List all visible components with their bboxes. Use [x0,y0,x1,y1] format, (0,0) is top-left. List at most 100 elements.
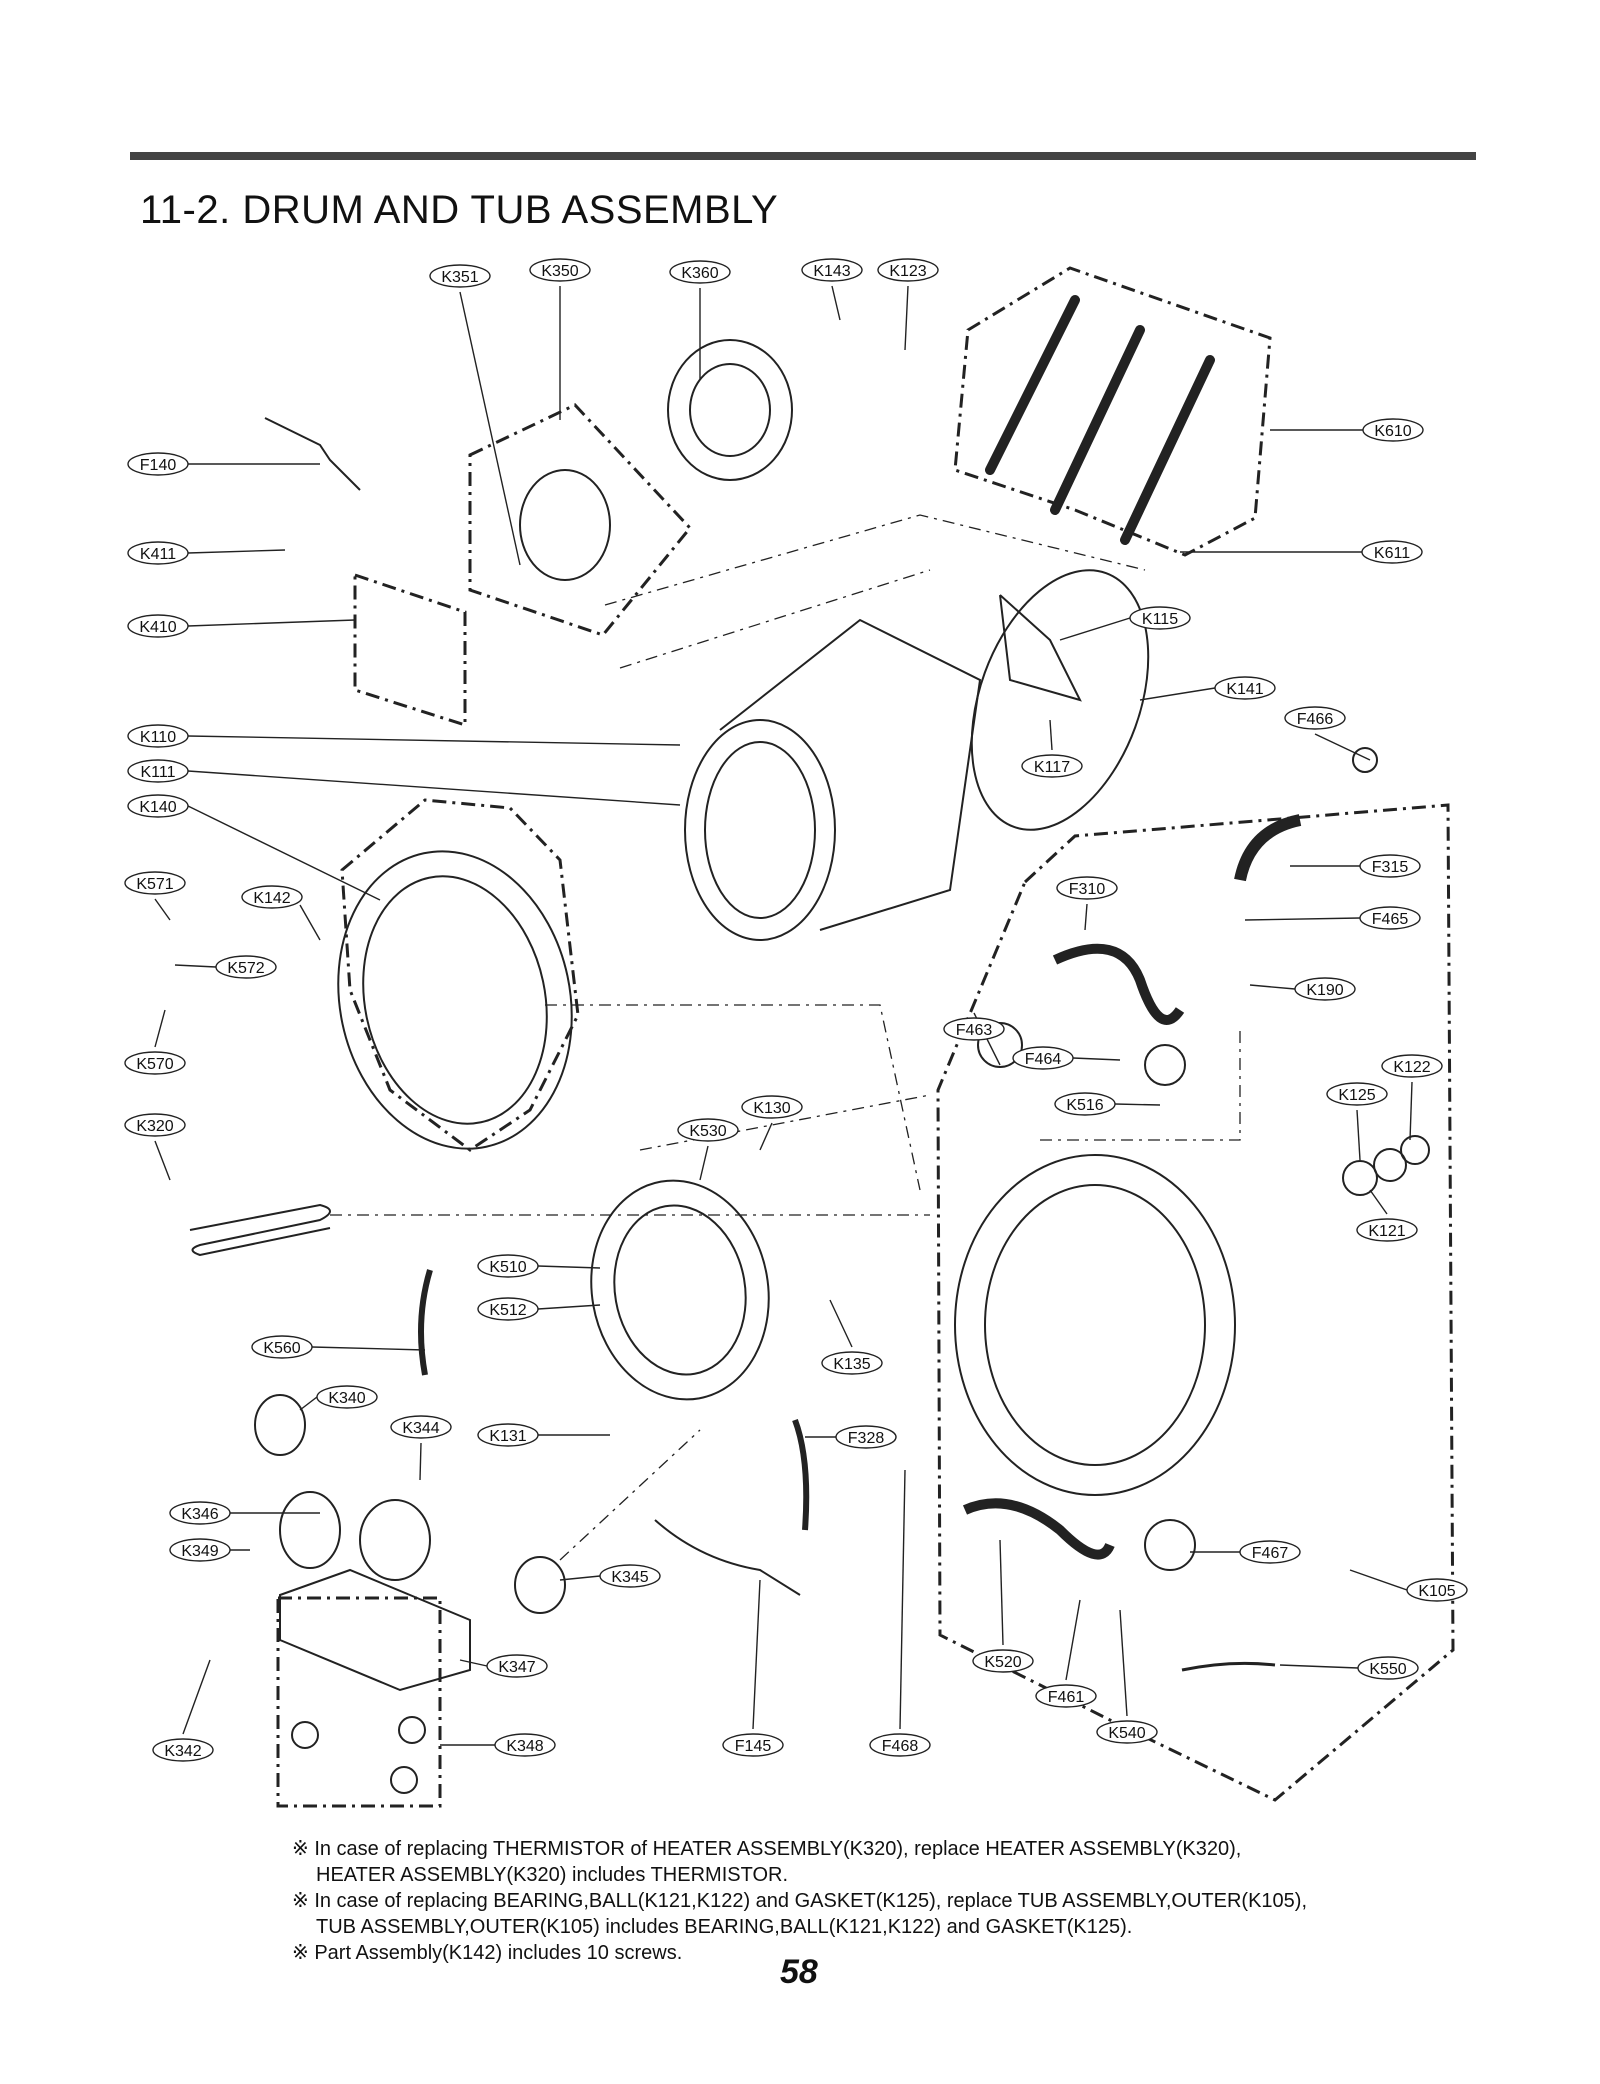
callout-oval [127,452,189,476]
callout-oval [1012,1046,1074,1070]
part-label-k110: K110 [140,729,176,746]
note-line: ※ In case of replacing BEARING,BALL(K121… [292,1890,1308,1912]
callout-oval [1356,1218,1418,1242]
callout-leader [174,964,217,968]
callout-oval [1284,706,1346,730]
note-line: ※ Part Assembly(K142) includes 10 screws… [292,1942,683,1964]
part-label-k105: K105 [1418,1583,1455,1600]
callout-oval [599,1564,661,1588]
rotor [667,339,793,481]
part-label-k351: K351 [441,269,478,286]
note-line: HEATER ASSEMBLY(K320) includes THERMISTO… [316,1864,789,1886]
callout-oval [127,541,189,565]
callout-leader [154,1140,171,1181]
door-boot-inner [362,875,548,1125]
part-label-k560: K560 [263,1340,300,1357]
callout-oval [869,1733,931,1757]
callout-oval [1362,418,1424,442]
part-label-k520: K520 [984,1654,1021,1671]
callout-oval [529,258,591,282]
damper [1050,325,1145,515]
header-rule [130,152,1476,160]
callout-leader [752,1579,761,1730]
callout-oval [251,1335,313,1359]
part-label-k572: K572 [227,960,264,977]
sensor-k550 [1181,1661,1276,1672]
part-label-k349: K349 [181,1543,218,1560]
callout-leader [299,904,321,941]
callout-oval [1326,1082,1388,1106]
callout-oval [1056,876,1118,900]
callout-oval [494,1733,556,1757]
part-label-f140: F140 [140,457,177,474]
page-title: 11-2. DRUM AND TUB ASSEMBLY [140,188,779,232]
part-label-k346: K346 [181,1506,218,1523]
callout-oval [677,1118,739,1142]
part-label-k130: K130 [753,1100,790,1117]
callout-oval [477,1297,539,1321]
part-label-k611: K611 [1374,545,1410,562]
part-label-k570: K570 [136,1056,173,1073]
heater-element [189,1203,331,1257]
callout-oval [1361,540,1423,564]
callout-leader [459,291,521,566]
callout-oval [486,1654,548,1678]
hose-k560 [418,1269,433,1376]
part-label-k350: K350 [541,263,578,280]
callout-oval [127,794,189,818]
callout-leader [419,1442,422,1481]
callout-oval [124,1051,186,1075]
callout-leader [182,1659,211,1735]
page-number: 58 [780,1953,818,1991]
callout-oval [241,885,303,909]
part-label-k122: K122 [1393,1059,1430,1076]
callout-oval [124,1113,186,1137]
callout-oval [215,955,277,979]
callout-leader [154,1009,166,1048]
callout-leader [831,285,841,321]
callout-oval [1359,906,1421,930]
construction-line [619,569,931,669]
callout-oval [835,1425,897,1449]
outer-tub-inner [984,1184,1206,1466]
filter-cap [390,1766,418,1794]
callout-leader [1314,733,1371,761]
callout-leader [1409,1081,1413,1141]
part-label-k141: K141 [1226,681,1263,698]
drum-front [684,719,836,941]
hose-k520 [962,1498,1115,1560]
callout-leader [699,1145,709,1181]
part-label-f466: F466 [1297,711,1334,728]
callout-leader [1279,1664,1359,1669]
callout-oval [1381,1054,1443,1078]
part-label-k340: K340 [328,1390,365,1407]
part-label-k610: K610 [1374,423,1411,440]
part-label-k123: K123 [889,263,926,280]
callout-oval [316,1385,378,1409]
construction-line [545,1004,921,1191]
tub-front [590,1179,770,1401]
spider [999,594,1082,702]
group-boundary [276,1596,442,1808]
construction-line [639,1094,931,1151]
pump-motor [514,1556,566,1614]
part-label-f467: F467 [1252,1545,1289,1562]
callout-leader [299,1396,318,1411]
construction-line [559,1429,701,1561]
part-label-k410: K410 [139,619,176,636]
callout-oval [669,260,731,284]
callout-oval [127,724,189,748]
callout-oval [722,1733,784,1757]
pump-chamber [359,1499,431,1581]
note-line: TUB ASSEMBLY,OUTER(K105) includes BEARIN… [316,1916,1133,1938]
bearing [1342,1160,1378,1196]
part-label-k115: K115 [1142,611,1178,628]
part-label-f461: F461 [1048,1689,1085,1706]
part-label-k190: K190 [1306,982,1343,999]
callout-oval [477,1254,539,1278]
callout-leader [1084,903,1088,931]
filter-cap [291,1721,319,1749]
part-label-k345: K345 [611,1569,648,1586]
part-label-k131: K131 [489,1428,526,1445]
